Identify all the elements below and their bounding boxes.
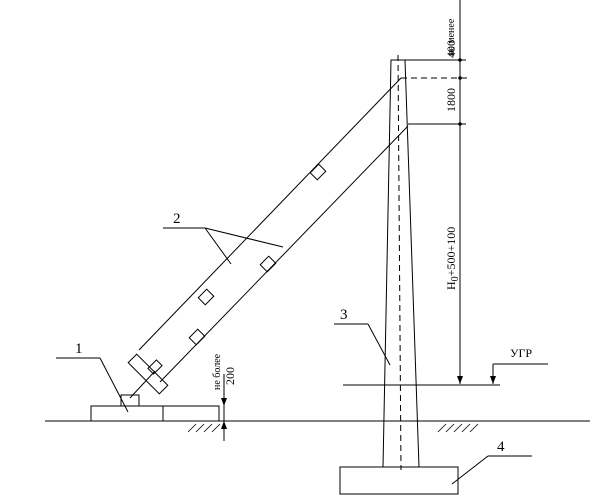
callout-3-label: 3 xyxy=(340,307,348,323)
dim-top-value-visible: 400 xyxy=(444,40,458,58)
bottom-dim-arrow-top xyxy=(221,398,227,406)
dim-tick-middle xyxy=(458,76,462,80)
ground-hatch-right xyxy=(437,423,479,433)
dim-bottom-note: не более xyxy=(212,353,223,390)
bottom-dim-arrow-bottom xyxy=(221,421,227,429)
hinge-block xyxy=(120,394,140,407)
dim-tick-lower xyxy=(458,122,462,126)
boom-hinge-link xyxy=(129,370,156,399)
callout-2-leader-b xyxy=(204,227,284,248)
dim-height-formula: H0+500+100 xyxy=(444,227,461,290)
dim-middle-value: 1800 xyxy=(444,88,458,112)
base-plate xyxy=(90,405,220,422)
callout-4-leader xyxy=(451,455,489,485)
dim-tick-top xyxy=(458,58,462,62)
dim-top-group: не менее xyxy=(446,18,457,56)
mast-centerline xyxy=(397,54,402,471)
callout-2-leader-a xyxy=(204,227,232,265)
ugr-label: УГР xyxy=(510,346,532,360)
ground-hatch-left xyxy=(187,423,221,433)
foundation-block xyxy=(339,466,459,495)
dim-top-note: не менее xyxy=(446,18,457,56)
callout-1-label: 1 xyxy=(75,341,83,357)
dim-bottom-value: 200 xyxy=(223,367,237,385)
boom-clamp-nut xyxy=(147,359,163,375)
callout-1-leader xyxy=(99,357,129,413)
dimension-arrow-down xyxy=(457,376,463,384)
callout-2-label: 2 xyxy=(173,211,181,227)
ugr-arrow xyxy=(490,376,496,384)
boom-upper-line xyxy=(138,77,402,351)
boom-connectors xyxy=(188,163,327,346)
callout-4-label: 4 xyxy=(497,439,505,455)
boom-clamp-plate xyxy=(127,353,169,395)
callout-3-leader xyxy=(367,323,391,366)
